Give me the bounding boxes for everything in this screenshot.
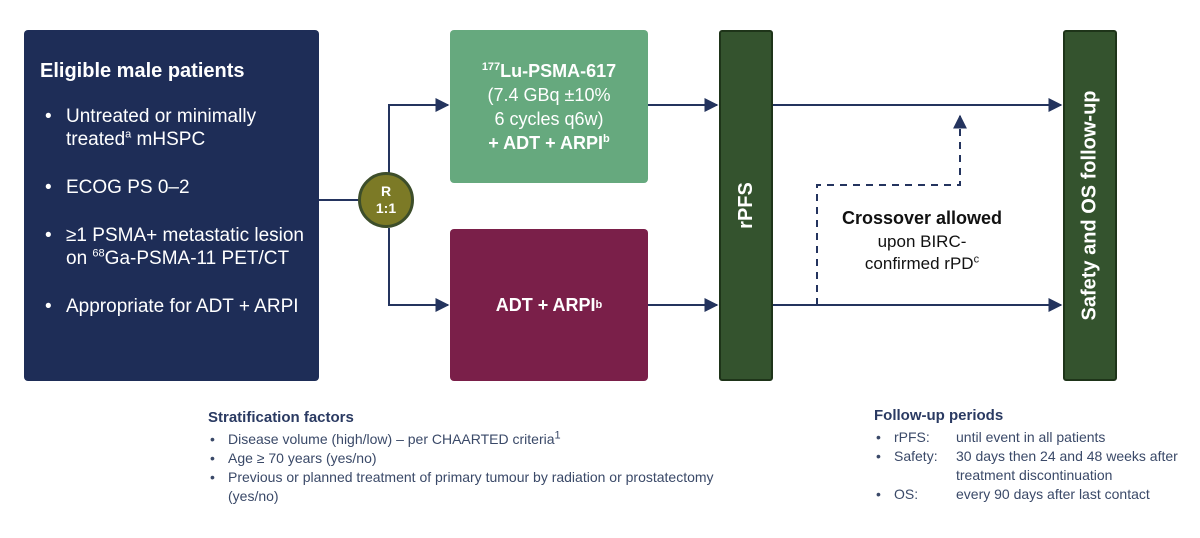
crossover-title: Crossover allowed — [841, 208, 1003, 228]
bullet: • — [876, 448, 881, 464]
list-item: • ECOG PS 0–2 — [40, 176, 305, 199]
bullet: • — [210, 469, 215, 485]
line-rand-branch — [388, 98, 450, 173]
arm-experimental-schedule: 6 cycles q6w) — [494, 108, 604, 129]
bullet: • — [45, 296, 52, 317]
eligibility-item-text-after: mHSPC — [131, 129, 206, 150]
followup-value: until event in all patients — [956, 429, 1106, 445]
bullet: • — [876, 486, 881, 502]
list-item: • OS: every 90 days after last contact — [874, 485, 1194, 504]
drug-name: Lu-PSMA-617 — [500, 60, 617, 81]
list-item: • ≥1 PSMA+ metastatic lesion on 68Ga-PSM… — [40, 224, 305, 270]
stratification-item-text: Age ≥ 70 years (yes/no) — [228, 450, 377, 466]
arm-experimental-combo: + ADT + ARPIb — [488, 131, 609, 155]
followup-bar: Safety and OS follow-up — [1063, 30, 1117, 381]
randomization-ratio: 1:1 — [375, 200, 397, 216]
list-item: • Age ≥ 70 years (yes/no) — [208, 449, 728, 468]
footnote-marker: b — [602, 132, 610, 145]
followup-key: OS: — [894, 486, 919, 502]
followup-section: Follow-up periods • rPFS: until event in a… — [874, 407, 1194, 504]
arm-experimental-dose: (7.4 GBq ±10% — [487, 84, 611, 105]
crossover-line2: confirmed rPD — [864, 254, 974, 273]
eligibility-item-text: Appropriate for ADT + ARPI — [66, 296, 299, 317]
stratification-section: Stratification factors • Disease volume (… — [208, 409, 728, 506]
footnote-marker: 1 — [554, 429, 561, 442]
footnote-marker: a — [125, 128, 132, 141]
bullet: • — [210, 450, 215, 466]
list-item: • Previous or planned treatment of primar… — [208, 468, 728, 506]
isotope-superscript: 177 — [481, 60, 501, 73]
followup-value: every 90 days after last contact — [956, 486, 1150, 502]
eligibility-item-text-after: Ga-PSMA-11 PET/CT — [104, 248, 290, 269]
bullet: • — [45, 177, 52, 198]
arm-control-label: ADT + ARPI — [495, 294, 596, 315]
randomization-label: R — [380, 183, 392, 199]
followup-value: 30 days then 24 and 48 weeks after treat… — [956, 448, 1178, 483]
bullet: • — [45, 225, 52, 246]
eligibility-title: Eligible male patients — [40, 60, 245, 82]
list-item: • Appropriate for ADT + ARPI — [40, 295, 305, 318]
eligibility-box: Eligible male patients • Untreated or mi… — [24, 30, 319, 381]
stratification-title: Stratification factors — [208, 409, 354, 426]
eligibility-item-text: Untreated or minimally treated — [66, 106, 257, 150]
footnote-marker: c — [973, 253, 980, 266]
bullet: • — [876, 429, 881, 445]
followup-list: • rPFS: until event in all patients • Safet… — [874, 428, 1194, 504]
arm-experimental-drug: 177Lu-PSMA-617 — [482, 59, 616, 83]
crossover-line1: upon BIRC- — [877, 232, 967, 251]
rpfs-bar: rPFS — [719, 30, 773, 381]
line-rand-branch-lower — [388, 228, 450, 312]
stratification-item-text: Previous or planned treatment of primary… — [228, 469, 714, 504]
bullet: • — [210, 431, 215, 447]
list-item: • rPFS: until event in all patients — [874, 428, 1194, 447]
followup-key: Safety: — [894, 448, 938, 464]
stratification-item-text: Disease volume (high/low) – per CHAARTED… — [228, 431, 555, 447]
crossover-line2-wrap: confirmed rPDc — [812, 253, 1032, 275]
crossover-note: Crossover allowed upon BIRC- confirmed r… — [812, 205, 1032, 275]
isotope-superscript: 68 — [92, 247, 105, 260]
rpfs-label: rPFS — [734, 182, 757, 229]
stratification-list: • Disease volume (high/low) – per CHAARTE… — [208, 430, 728, 506]
eligibility-item-text: ≥1 PSMA+ metastatic lesion on — [66, 225, 305, 269]
combo-text: + ADT + ARPI — [488, 132, 603, 153]
followup-key: rPFS: — [894, 429, 930, 445]
followup-label: Safety and OS follow-up — [1078, 90, 1101, 321]
eligibility-item-text: ECOG PS 0–2 — [66, 177, 190, 198]
arm-experimental-box: 177Lu-PSMA-617 (7.4 GBq ±10% 6 cycles q6… — [450, 30, 648, 183]
list-item: • Untreated or minimally treateda mHSPC — [40, 105, 305, 151]
bullet: • — [45, 106, 52, 127]
list-item: • Safety: 30 days then 24 and 48 weeks aft… — [874, 447, 1194, 485]
list-item: • Disease volume (high/low) – per CHAARTE… — [208, 430, 728, 449]
eligibility-list: • Untreated or minimally treateda mHSPC … — [40, 105, 305, 318]
randomization-node: R 1:1 — [358, 172, 414, 228]
followup-title: Follow-up periods — [874, 407, 1004, 424]
